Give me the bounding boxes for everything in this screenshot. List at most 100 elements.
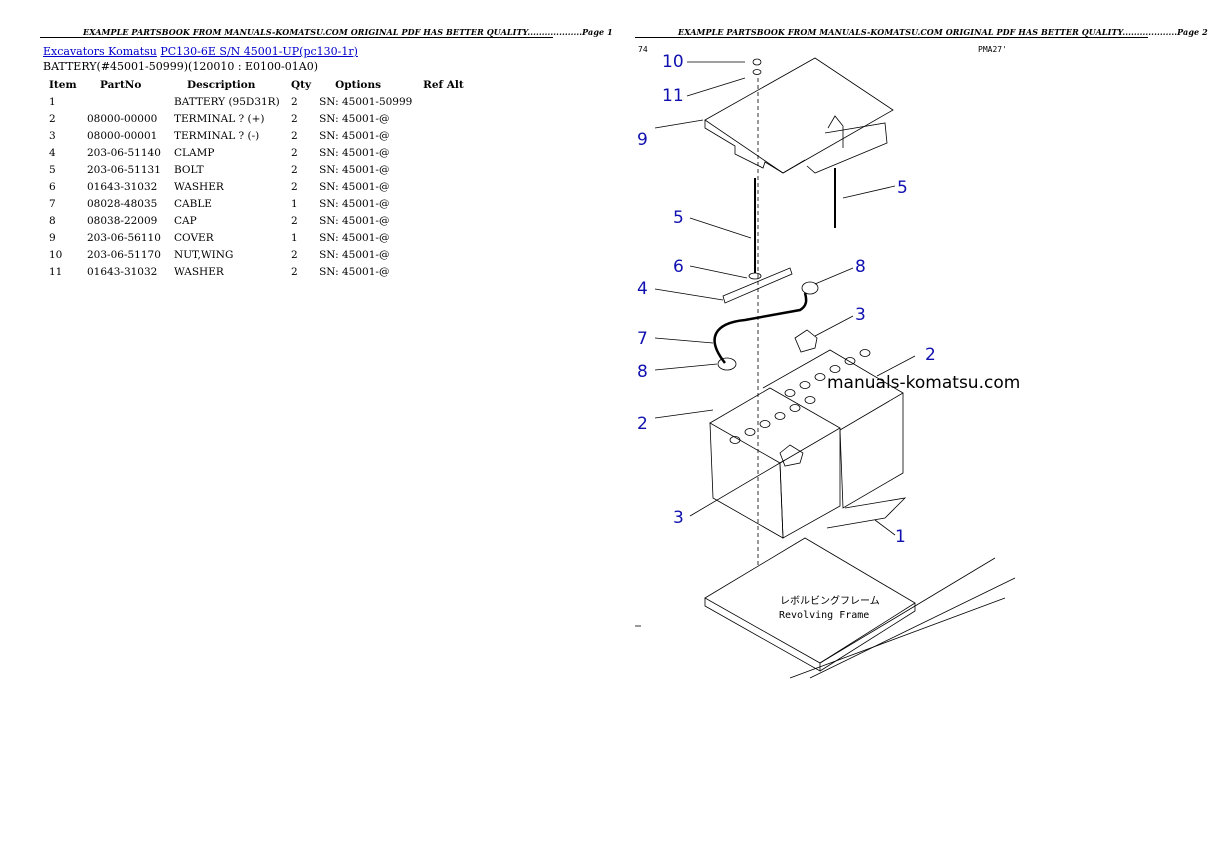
callout-8: 8 [637,362,648,382]
item-number: 6 [49,180,56,193]
part-description: BOLT [174,163,204,176]
part-number: 08000-00000 [87,112,158,125]
part-number: 203-06-56110 [87,231,161,244]
item-number: 10 [49,248,63,261]
part-description: CAP [174,214,197,227]
quantity: 2 [291,146,298,159]
item-number: 2 [49,112,56,125]
ref-alt [419,246,468,263]
battery-cell-cap [859,349,871,357]
diagram-corner-code-left: 74 [638,45,648,54]
ref-alt [419,110,468,127]
battery-right-front [839,393,904,509]
breadcrumb: Excavators Komatsu PC130-6E S/N 45001-UP… [43,45,358,58]
quantity: 2 [291,248,298,261]
options: SN: 45001-@ [319,214,390,227]
options: SN: 45001-@ [319,163,390,176]
quantity: 2 [291,265,298,278]
part-description: CABLE [174,197,212,210]
callout-2: 2 [925,345,936,365]
page-header: EXAMPLE PARTSBOOK FROM MANUALS-KOMATSU.C… [678,27,1208,37]
frame-label: Revolving Frame [779,610,869,621]
battery-cell-cap [804,396,816,404]
page-header: EXAMPLE PARTSBOOK FROM MANUALS-KOMATSU.C… [83,27,613,37]
battery-cell-cap [759,420,771,428]
quantity: 2 [291,129,298,142]
battery-cell-cap [789,404,801,412]
options: SN: 45001-@ [319,180,390,193]
battery-cell-cap [744,428,756,436]
column-header-item: Item [49,78,77,91]
column-header-qty: Qty [291,78,312,91]
battery-right-top [762,349,904,431]
diagram-corner-code-right: PMA27' [978,45,1007,54]
options: SN: 45001-@ [319,129,390,142]
part-description: NUT,WING [174,248,234,261]
cover-bracket [806,122,888,174]
header-divider [40,37,553,38]
exploded-parts-diagram: 74 PMA27' 10 11 9 5 5 6 8 4 3 7 8 2 2 3 … [635,45,1020,679]
battery-cell-cap [784,389,796,397]
item-number: 11 [49,265,63,278]
ref-alt [419,161,468,178]
item-number: 7 [49,197,56,210]
callout-4: 4 [637,279,648,299]
callout-3: 3 [855,305,866,325]
part-description: CLAMP [174,146,215,159]
part-description: TERMINAL ? (+) [174,112,265,125]
ref-alt [419,212,468,229]
ref-alt [419,263,468,280]
quantity: 2 [291,163,298,176]
part-number: 203-06-51170 [87,248,161,261]
callout-1: 1 [895,527,906,547]
part-description: TERMINAL ? (-) [174,129,260,142]
quantity: 2 [291,95,298,108]
column-header-description: Description [187,78,256,91]
options: SN: 45001-@ [319,112,390,125]
battery-cell-cap [729,436,741,444]
quantity: 1 [291,197,298,210]
item-number: 9 [49,231,56,244]
part-description: COVER [174,231,214,244]
callout-2: 2 [637,414,648,434]
revolving-frame-edge [704,598,821,672]
ref-alt [419,93,468,110]
diagram-page: EXAMPLE PARTSBOOK FROM MANUALS-KOMATSU.C… [595,0,1208,842]
options: SN: 45001-@ [319,231,390,244]
callout-5: 5 [673,208,684,228]
battery-cell-cap [814,373,826,381]
part-number: 08028-48035 [87,197,158,210]
battery-cell-cap [774,412,786,420]
callout-6: 6 [673,257,684,277]
column-header-partno: PartNo [100,78,142,91]
options: SN: 45001-@ [319,265,390,278]
item-number: 8 [49,214,56,227]
battery-left-front [709,422,784,539]
ref-alt [419,229,468,246]
ref-alt [419,144,468,161]
options: SN: 45001-@ [319,248,390,261]
item-number: 4 [49,146,56,159]
part-number: 08038-22009 [87,214,158,227]
breadcrumb-link-model[interactable]: PC130-6E S/N 45001-UP(pc130-1r) [160,45,358,58]
part-number: 203-06-51140 [87,146,161,159]
breadcrumb-link-category[interactable]: Excavators Komatsu [43,45,157,58]
part-number: 01643-31032 [87,180,158,193]
battery-cover [704,57,894,174]
header-divider [635,37,1148,38]
table-row: 10 203-06-51170 NUT,WING 2 SN: 45001-@ [43,246,468,263]
options: SN: 45001-50999 [319,95,413,108]
ref-alt [419,178,468,195]
ref-alt [419,127,468,144]
parts-list-page: EXAMPLE PARTSBOOK FROM MANUALS-KOMATSU.C… [0,0,613,842]
section-title: BATTERY(#45001-50999)(120010 : E0100-01A… [43,60,318,73]
